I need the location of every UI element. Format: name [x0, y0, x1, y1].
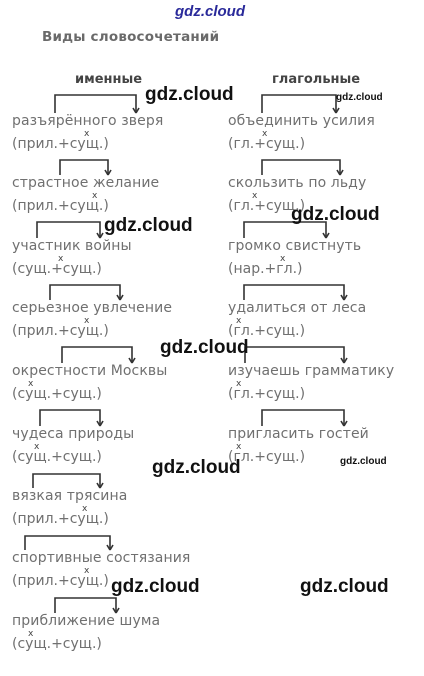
watermark-4: gdz.cloud	[160, 337, 249, 358]
watermark-6: gdz.cloud	[111, 576, 200, 597]
arc-right-4	[243, 284, 345, 300]
watermark-small-2: gdz.cloud	[340, 456, 387, 467]
arc-right-1	[261, 94, 337, 113]
phrase-left-9: приближение шума	[12, 613, 161, 629]
phrase-right-6: пригласить гостей	[228, 426, 369, 442]
phrase-left-5: окрестности Москвы	[12, 363, 168, 379]
pattern-right-5: (гл.+сущ.)	[228, 386, 306, 402]
header-verbal: глагольные	[272, 72, 361, 87]
pattern-right-1: (гл.+сущ.)	[228, 136, 306, 152]
arc-left-2	[59, 159, 109, 175]
pattern-right-4: (гл.+сущ.)	[228, 323, 306, 339]
watermark-3: gdz.cloud	[291, 204, 380, 225]
pattern-left-5: (сущ.+сущ.)	[12, 386, 102, 402]
phrase-right-2: скользить по льду	[228, 175, 367, 191]
phrase-left-1: разъярённого зверя	[12, 113, 164, 129]
pattern-left-2: (прил.+сущ.)	[12, 198, 109, 214]
watermark-5: gdz.cloud	[152, 457, 241, 478]
pattern-left-7: (прил.+сущ.)	[12, 511, 109, 527]
pattern-left-1: (прил.+сущ.)	[12, 136, 109, 152]
pattern-right-6: (гл.+сущ.)	[228, 449, 306, 465]
header-nominal: именные	[75, 72, 143, 87]
phrase-left-3: участник войны	[12, 238, 132, 254]
phrase-left-2: страстное желание	[12, 175, 160, 191]
page-title: Виды словосочетаний	[42, 29, 220, 45]
phrase-left-8: спортивные состязания	[12, 550, 191, 566]
watermark-1: gdz.cloud	[145, 84, 234, 105]
pattern-left-4: (прил.+сущ.)	[12, 323, 109, 339]
arc-left-4	[49, 284, 121, 300]
arc-left-9	[54, 597, 117, 613]
pattern-left-6: (сущ.+сущ.)	[12, 449, 102, 465]
phrase-left-4: серьезное увлечение	[12, 300, 173, 316]
phrase-right-1: объединить усилия	[228, 113, 375, 129]
watermark-7: gdz.cloud	[300, 576, 389, 597]
watermark-small-1: gdz.cloud	[336, 92, 383, 103]
phrase-right-5: изучаешь грамматику	[228, 363, 395, 379]
pattern-right-2: (гл.+сущ.)	[228, 198, 306, 214]
arc-right-6	[261, 409, 345, 426]
phrase-right-4: удалиться от леса	[228, 300, 367, 316]
arc-left-5	[61, 346, 133, 363]
phrase-right-3: громко свистнуть	[228, 238, 362, 254]
watermark-2: gdz.cloud	[104, 215, 193, 236]
arc-right-2	[261, 159, 341, 175]
pattern-right-3: (нар.+гл.)	[228, 261, 303, 277]
phrase-left-6: чудеса природы	[12, 426, 135, 442]
pattern-left-8: (прил.+сущ.)	[12, 573, 109, 589]
phrase-left-7: вязкая трясина	[12, 488, 128, 504]
watermark-top: gdz.cloud	[175, 3, 245, 20]
arc-left-6	[39, 409, 101, 426]
arc-left-8	[24, 535, 111, 550]
arc-left-1	[54, 94, 137, 113]
arc-left-3	[36, 221, 101, 238]
arc-right-5	[244, 346, 345, 363]
pattern-left-3: (сущ.+сущ.)	[12, 261, 102, 277]
arc-left-7	[32, 473, 101, 488]
pattern-left-9: (сущ.+сущ.)	[12, 636, 102, 652]
